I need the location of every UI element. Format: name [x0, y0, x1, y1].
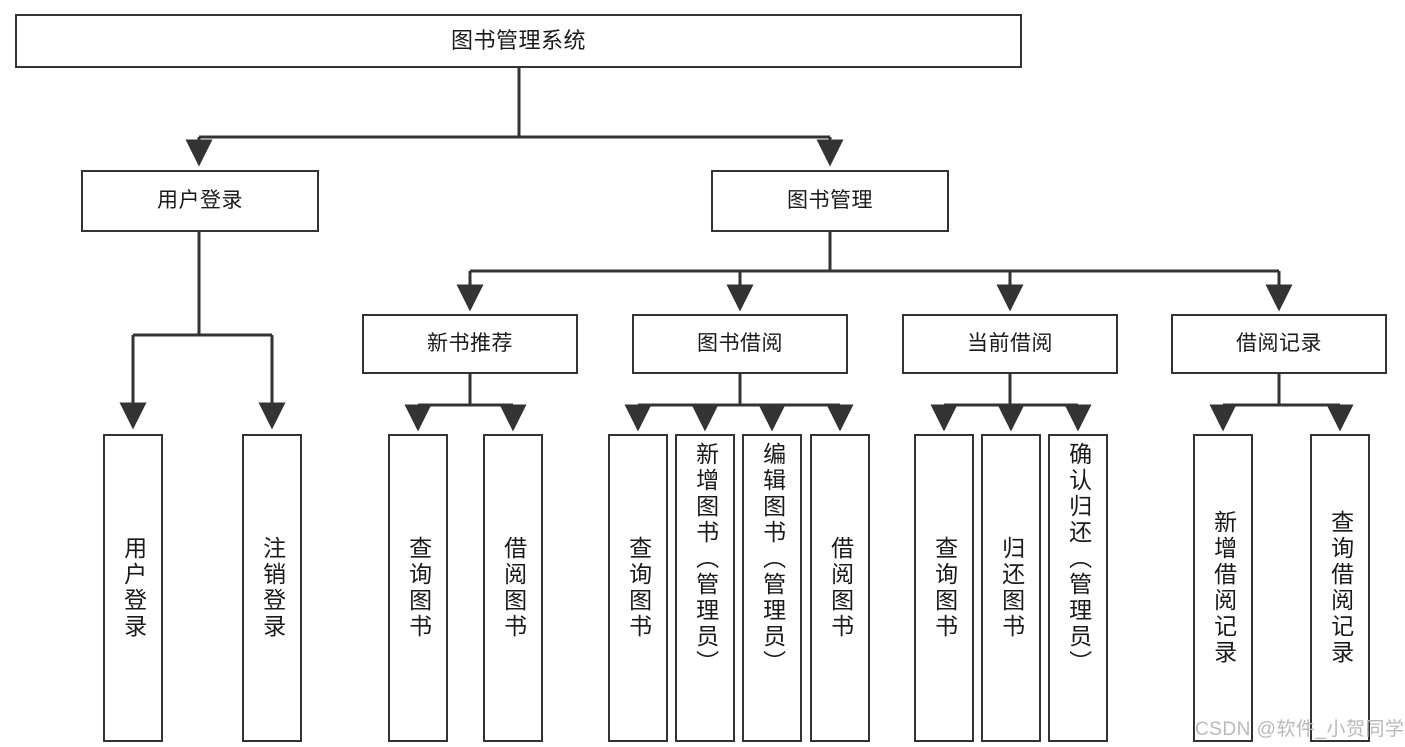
node-label: 新增借阅记录: [1210, 510, 1237, 666]
leaf-borrow-record-add-record[interactable]: 新增借阅记录: [1193, 434, 1253, 742]
leaf-book-borrow-edit-book-admin[interactable]: 编辑图书（管理员）: [742, 434, 802, 742]
node-label: 归还图书: [998, 536, 1025, 640]
node-current-borrow[interactable]: 当前借阅: [902, 314, 1118, 374]
node-label: 借阅图书: [500, 536, 527, 640]
node-label: 新增图书（管理员）: [692, 442, 719, 676]
leaf-current-borrow-confirm-return-admin[interactable]: 确认归还（管理员）: [1048, 434, 1108, 742]
leaf-user-login-login[interactable]: 用户登录: [103, 434, 163, 742]
node-label: 当前借阅: [967, 332, 1053, 356]
node-user-login[interactable]: 用户登录: [81, 170, 319, 232]
node-label: 借阅记录: [1236, 332, 1322, 356]
node-root-book-management-system[interactable]: 图书管理系统: [15, 14, 1022, 68]
csdn-watermark: CSDN @软件_小贺同学: [1195, 719, 1405, 740]
node-label: 图书管理: [787, 189, 873, 213]
leaf-new-book-borrow-book[interactable]: 借阅图书: [483, 434, 543, 742]
node-label: 编辑图书（管理员）: [759, 442, 786, 676]
node-label: 查询借阅记录: [1327, 510, 1354, 666]
node-label: 借阅图书: [827, 536, 854, 640]
node-book-borrow[interactable]: 图书借阅: [632, 314, 848, 374]
node-label: 注销登录: [259, 536, 286, 640]
leaf-current-borrow-return-book[interactable]: 归还图书: [981, 434, 1041, 742]
node-label: 确认归还（管理员）: [1065, 442, 1092, 676]
leaf-book-borrow-query-book[interactable]: 查询图书: [608, 434, 668, 742]
leaf-book-borrow-borrow-book[interactable]: 借阅图书: [810, 434, 870, 742]
node-label: 查询图书: [625, 536, 652, 640]
node-label: 图书借阅: [697, 332, 783, 356]
node-label: 图书管理系统: [450, 27, 586, 53]
node-new-book-recommend[interactable]: 新书推荐: [362, 314, 578, 374]
leaf-current-borrow-query-book[interactable]: 查询图书: [914, 434, 974, 742]
node-label: 查询图书: [931, 536, 958, 640]
node-label: 查询图书: [405, 536, 432, 640]
leaf-borrow-record-query-record[interactable]: 查询借阅记录: [1310, 434, 1370, 742]
leaf-user-login-logout[interactable]: 注销登录: [242, 434, 302, 742]
node-label: 新书推荐: [427, 332, 513, 356]
node-book-management[interactable]: 图书管理: [711, 170, 949, 232]
node-borrow-record[interactable]: 借阅记录: [1171, 314, 1387, 374]
leaf-new-book-query-book[interactable]: 查询图书: [388, 434, 448, 742]
node-label: 用户登录: [120, 536, 147, 640]
node-label: 用户登录: [157, 189, 243, 213]
leaf-book-borrow-add-book-admin[interactable]: 新增图书（管理员）: [675, 434, 735, 742]
